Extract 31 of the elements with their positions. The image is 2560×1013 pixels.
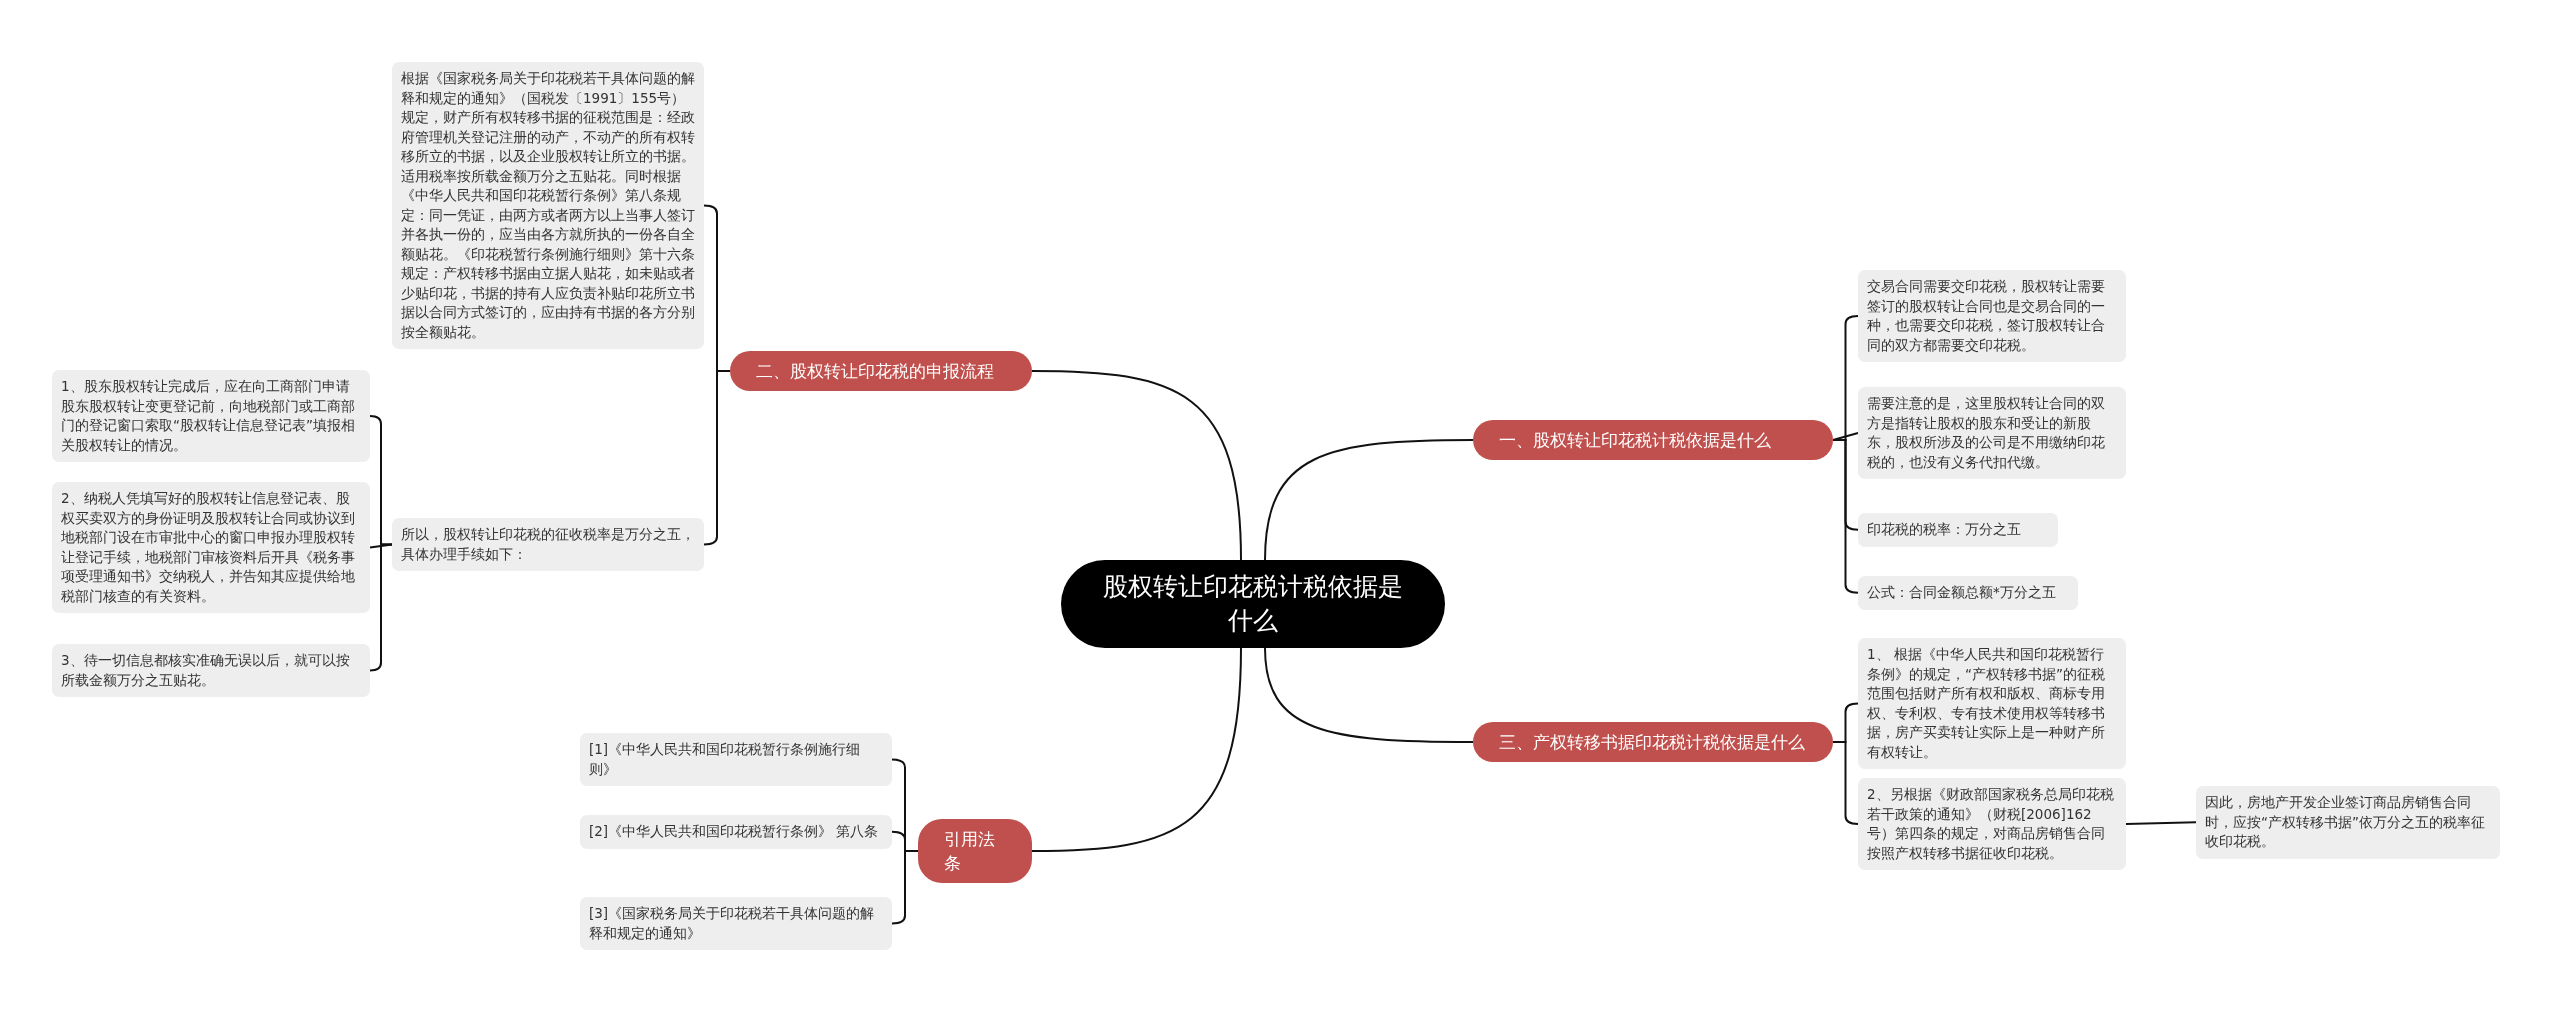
subtopic-box: 交易合同需要交印花税，股权转让需要签订的股权转让合同也是交易合同的一种，也需要交印花税，签订股权转让合同的双方都需要交印花税。 [1858,270,2126,362]
connector-line [891,850,919,925]
subtopic-box: 公式：合同金额总额*万分之五 [1858,576,2078,610]
connector-line [1031,370,1242,561]
subtopic-box: [2]《中华人民共和国印花税暂行条例》 第八条 [580,815,892,849]
connector-line [1832,432,1859,441]
subtopic-box: 根据《国家税务局关于印花税若干具体问题的解释和规定的通知》（国税发〔1991〕155号）规定，财产所有权转移书据的征税范围是：经政府管理机关登记注册的动产，不动产的所有权转移所立的书据，以及企业股权转让所立的书据。适用税率按所载金额万分之五贴花。同时根据《中华人民共和国印花税暂行条例》第八条规定：同一凭证，由两方或者两方以上当事人签订并各执一份的，应当由各方就所执的一份各自全额贴花。《印花税暂行条例施行细则》第十六条规定：产权转移书据由立据人贴花，如未贴或者少贴印花，书据的持有人应负责补贴印花所立书据以合同方式签订的，应由持有书据的各方分别按全额贴花。 [392,62,704,349]
main-topic: 二、股权转让印花税的申报流程 [730,351,1032,391]
subtopic-box: 1、股东股权转让完成后，应在向工商部门申请股东股权转让变更登记前，向地税部门或工商部门的登记窗口索取“股权转让信息登记表”填报相关股权转让的情况。 [52,370,370,462]
connector-line [1031,647,1242,852]
subtopic-box: 因此，房地产开发企业签订商品房销售合同时，应按“产权转移书据”依万分之五的税率征收印花税。 [2196,786,2500,859]
main-topic: 引用法条 [918,819,1032,883]
subtopic-box: 1、 根据《中华人民共和国印花税暂行条例》的规定，“产权转移书据”的征税范围包括财产所有权和版权、商标专用权、专利权、专有技术使用权等转移书据，房产买卖转让实际上是一种财产所有权转让。 [1858,638,2126,769]
subtopic-box: 印花税的税率：万分之五 [1858,513,2058,547]
connector-line [1264,439,1474,561]
subtopic-box: 所以，股权转让印花税的征收税率是万分之五，具体办理手续如下： [392,518,704,571]
connector-line [369,543,393,672]
connector-line [1832,439,1859,594]
connector-line [2125,821,2197,825]
subtopic-box: 2、另根据《财政部国家税务总局印花税若干政策的通知》（财税[2006]162号）第四条的规定，对商品房销售合同按照产权转移书据征收印花税。 [1858,778,2126,870]
main-topic: 一、股权转让印花税计税依据是什么 [1473,420,1833,460]
subtopic-box: 3、待一切信息都核实准确无误以后，就可以按所载金额万分之五贴花。 [52,644,370,697]
main-topic: 三、产权转移书据印花税计税依据是什么 [1473,722,1833,762]
connector-line [703,370,731,546]
subtopic-box: 需要注意的是，这里股权转让合同的双方是指转让股权的股东和受让的新股东，股权所涉及的公司是不用缴纳印花税的，也没有义务代扣代缴。 [1858,387,2126,479]
connector-line [1264,647,1474,743]
central-topic: 股权转让印花税计税依据是什么 [1061,560,1445,648]
connector-line [1832,741,1859,825]
subtopic-box: 2、纳税人凭填写好的股权转让信息登记表、股权买卖双方的身份证明及股权转让合同或协议到地税部门设在市审批中心的窗口申报办理股权转让登记手续，地税部门审核资料后开具《税务事项受理通知书》交纳税人，并告知其应提供给地税部门核查的有关资料。 [52,482,370,613]
subtopic-box: [3]《国家税务局关于印花税若干具体问题的解释和规定的通知》 [580,897,892,950]
subtopic-box: [1]《中华人民共和国印花税暂行条例施行细则》 [580,733,892,786]
